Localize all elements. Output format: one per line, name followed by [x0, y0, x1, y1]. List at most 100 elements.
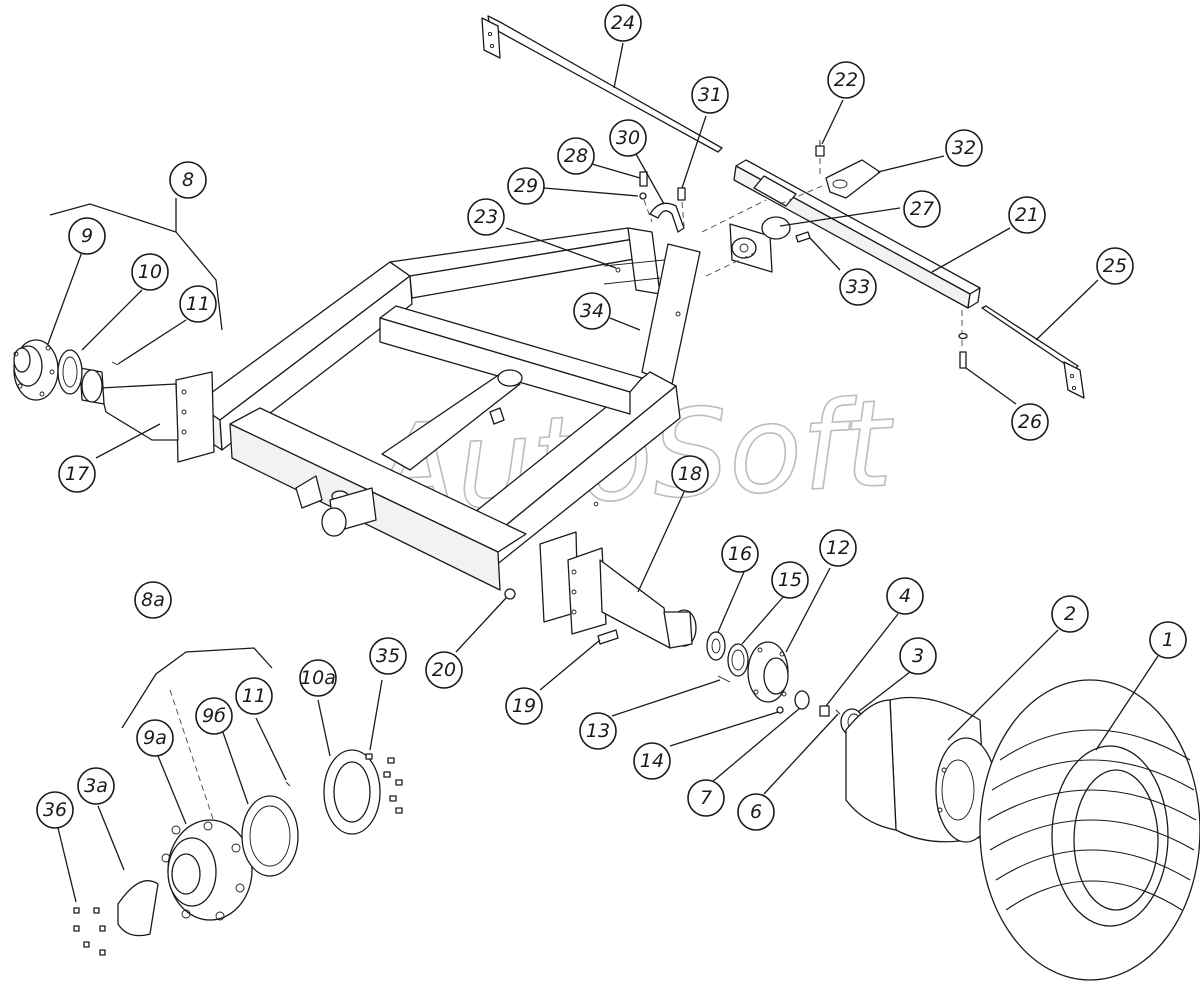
callout-3a: 3a	[77, 767, 115, 805]
bolt-22	[815, 140, 825, 157]
svg-text:9б: 9б	[202, 705, 226, 727]
callout-11-inset: 11	[235, 677, 273, 715]
rim-2	[845, 696, 997, 843]
callout-29: 29	[507, 167, 545, 205]
callout-13: 13	[579, 712, 617, 750]
pin-13	[717, 675, 731, 683]
callout-6: 6	[737, 793, 775, 831]
callout-24: 24	[604, 4, 642, 42]
pivot-block-27	[729, 216, 791, 273]
svg-text:28: 28	[564, 145, 588, 167]
callout-18: 18	[671, 455, 709, 493]
callout-35: 35	[369, 637, 407, 675]
bolt-31	[677, 187, 686, 201]
tire-1	[979, 679, 1200, 981]
bolts-36	[73, 907, 106, 956]
bolt-19	[597, 629, 619, 645]
callout-9a: 9a	[136, 719, 174, 757]
svg-text:20: 20	[432, 659, 456, 681]
callout-8a: 8a	[134, 581, 172, 619]
callout-34: 34	[573, 292, 611, 330]
pin-6	[835, 709, 841, 715]
svg-text:34: 34	[580, 300, 604, 322]
callout-26: 26	[1011, 403, 1049, 441]
hub-9a	[161, 819, 253, 921]
callout-9b: 9б	[195, 697, 233, 735]
svg-text:11: 11	[186, 293, 210, 315]
callout-14: 14	[633, 742, 671, 780]
callout-19: 19	[505, 687, 543, 725]
nut-4	[819, 705, 830, 717]
ring-10a	[323, 749, 381, 835]
group-bracket-8a	[121, 647, 273, 729]
plate-on-beam	[753, 175, 797, 207]
svg-text:11: 11	[242, 685, 266, 707]
callout-31: 31	[691, 76, 729, 114]
callout-27: 27	[903, 190, 941, 228]
svg-text:33: 33	[846, 276, 870, 298]
svg-text:7: 7	[700, 787, 712, 809]
callout-10a: 10a	[299, 659, 337, 697]
svg-text:19: 19	[512, 695, 536, 717]
svg-text:12: 12	[826, 537, 850, 559]
callout-9: 9	[68, 217, 106, 255]
callout-3: 3	[899, 637, 937, 675]
svg-text:1: 1	[1162, 629, 1174, 651]
callout-28: 28	[557, 137, 595, 175]
pin-11	[111, 361, 119, 366]
gasket-9b	[241, 795, 299, 877]
svg-text:6: 6	[750, 801, 762, 823]
frame-23	[195, 227, 701, 591]
callout-30: 30	[609, 119, 647, 157]
callout-22: 22	[827, 61, 865, 99]
svg-text:25: 25	[1103, 255, 1127, 277]
beam-21	[733, 159, 981, 309]
svg-text:21: 21	[1015, 204, 1039, 226]
spindle-17	[79, 367, 215, 463]
svg-text:8: 8	[182, 169, 194, 191]
svg-text:10a: 10a	[300, 667, 336, 689]
svg-text:2: 2	[1064, 603, 1076, 625]
svg-text:13: 13	[586, 720, 610, 742]
leader-lines	[47, 42, 1159, 903]
bolt-26	[958, 332, 968, 369]
callout-4: 4	[886, 577, 924, 615]
callout-21: 21	[1008, 196, 1046, 234]
pin-11-inset	[285, 781, 291, 787]
svg-text:35: 35	[376, 645, 400, 667]
callout-2: 2	[1051, 595, 1089, 633]
hub-12	[747, 641, 789, 703]
svg-text:30: 30	[616, 127, 640, 149]
svg-text:14: 14	[640, 750, 664, 772]
svg-text:3: 3	[912, 645, 924, 667]
nut-20	[504, 588, 516, 600]
callout-7: 7	[687, 779, 725, 817]
svg-text:31: 31	[698, 84, 722, 106]
svg-text:9a: 9a	[143, 727, 167, 749]
svg-text:10: 10	[138, 261, 162, 283]
callout-33: 33	[839, 268, 877, 306]
svg-text:26: 26	[1018, 411, 1042, 433]
seal-10	[57, 349, 83, 395]
svg-text:24: 24	[611, 12, 635, 34]
nut-29	[639, 192, 647, 200]
bolts-35	[365, 753, 403, 814]
callout-17: 17	[58, 455, 96, 493]
svg-text:29: 29	[514, 175, 538, 197]
callout-32: 32	[945, 129, 983, 167]
svg-text:32: 32	[952, 137, 976, 159]
callout-11: 11	[179, 285, 217, 323]
clamp-30	[649, 202, 685, 233]
spindle-18	[539, 531, 697, 649]
callout-23: 23	[467, 198, 505, 236]
svg-text:4: 4	[899, 585, 911, 607]
callout-16: 16	[721, 535, 759, 573]
svg-text:8a: 8a	[141, 589, 165, 611]
bolt-33	[795, 231, 811, 243]
svg-text:18: 18	[678, 463, 702, 485]
bearing-7	[794, 690, 810, 710]
cover-3a	[117, 880, 159, 937]
svg-text:23: 23	[474, 206, 498, 228]
svg-text:17: 17	[65, 463, 89, 485]
